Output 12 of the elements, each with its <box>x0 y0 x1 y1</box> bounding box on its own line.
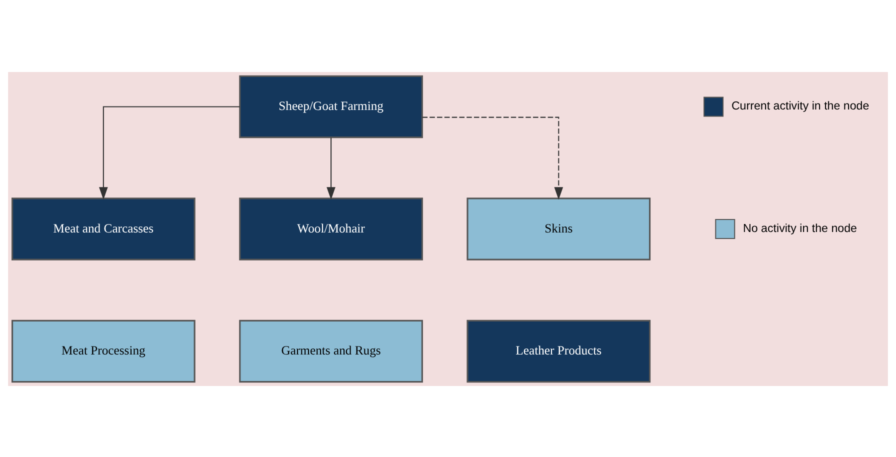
node-box: Wool/Mohair <box>239 197 423 260</box>
node-box: Skins <box>466 197 651 260</box>
node-box: Meat and Carcasses <box>12 197 196 260</box>
legend-label: Current activity in the node <box>731 100 870 112</box>
arrow <box>99 106 240 200</box>
arrow <box>422 116 564 200</box>
arrow <box>326 137 336 200</box>
legend-label: No activity in the node <box>743 222 857 234</box>
node-box: Leather Products <box>466 319 651 382</box>
node-box: Garments and Rugs <box>239 319 423 382</box>
node-box: Meat Processing <box>12 319 196 382</box>
node-box: Sheep/Goat Farming <box>239 74 423 138</box>
